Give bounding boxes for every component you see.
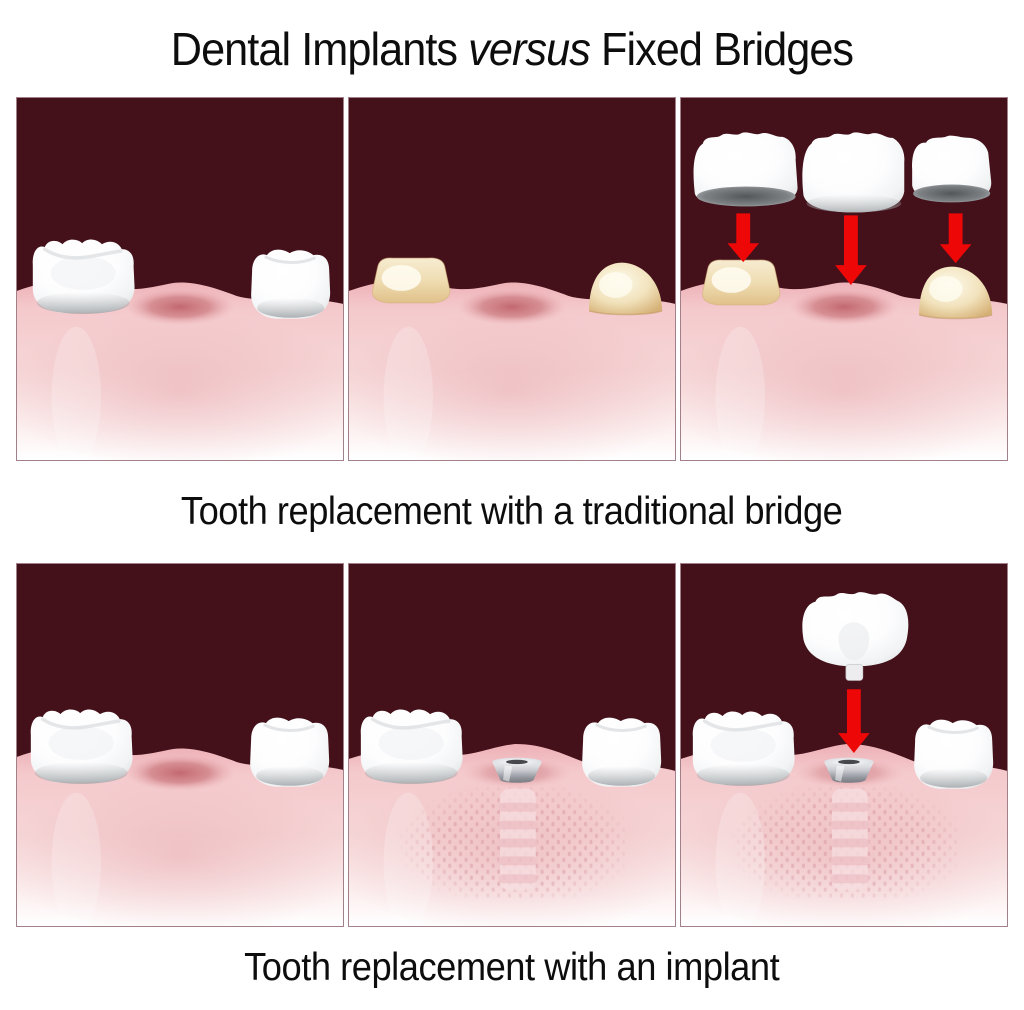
prepared-teeth-illustration [349,98,675,460]
down-arrow-left-icon [727,213,760,263]
title-part2: Fixed Bridges [601,22,854,75]
panel-implant-step2-abutment [348,563,676,927]
title-versus: versus [468,22,591,75]
title-part1: Dental Implants [170,22,458,75]
missing-tooth-illustration [17,98,343,460]
page-title: Dental Implants versus Fixed Bridges [16,0,1008,97]
implant-abutment [492,757,542,783]
prepared-tooth-stump [702,259,781,306]
left-molar-tooth [692,711,795,786]
panel-bridge-step3-crown-placement [680,97,1008,461]
down-arrow-right-icon [939,213,972,264]
prepared-tooth-stump [372,257,451,304]
down-arrow-icon [838,689,870,753]
down-arrow-middle-icon [835,215,867,285]
left-molar-tooth [360,709,463,784]
panel-implant-step1-missing-tooth [16,563,344,927]
gum-with-gap [17,746,343,926]
implant-crown [802,592,909,681]
implant-crown-placement-illustration [681,564,1007,926]
three-crown-bridge [693,132,992,213]
left-molar-tooth [32,239,135,314]
right-premolar-tooth [582,717,662,787]
implant-screw-under-gum [498,788,538,891]
right-premolar-tooth [251,249,331,319]
missing-tooth-illustration [17,564,343,926]
gum-with-gap [681,280,1007,460]
left-molar-tooth [30,709,133,784]
implant-row-caption: Tooth replacement with an implant [16,927,1008,1008]
implant-sequence-row [16,563,1008,927]
bridge-crown-right [912,135,992,202]
implant-abutment-illustration [349,564,675,926]
gum-with-gap [17,280,343,460]
panel-implant-step3-crown-placement [680,563,1008,927]
gum-with-gap [349,280,675,460]
right-premolar-tooth [914,719,994,789]
bone-integration-texture [400,786,628,899]
panel-bridge-step1-missing-tooth [16,97,344,461]
bridge-crown-left [693,132,798,206]
caption-text: Tooth replacement with a traditional bri… [181,490,843,533]
bone-integration-texture [732,786,960,899]
missing-tooth-recess [125,754,235,791]
implant-screw-under-gum [830,788,870,891]
right-premolar-tooth [250,717,330,787]
bridge-row-caption: Tooth replacement with a traditional bri… [16,461,1008,563]
prepared-tooth-dome [918,266,993,320]
prepared-tooth-dome [588,262,663,316]
crown-hollow-underside [913,184,991,203]
crown-hollow-underside [696,186,796,207]
implant-abutment [824,757,874,783]
panel-bridge-step2-prepared-teeth [348,97,676,461]
bridge-placement-illustration [681,98,1007,460]
missing-tooth-recess [789,288,899,325]
missing-tooth-recess [125,288,235,325]
bridge-sequence-row [16,97,1008,461]
crown-connector-peg [845,664,864,681]
caption-text: Tooth replacement with an implant [244,945,780,989]
bridge-pontic-middle [802,132,905,213]
missing-tooth-recess [457,288,567,325]
